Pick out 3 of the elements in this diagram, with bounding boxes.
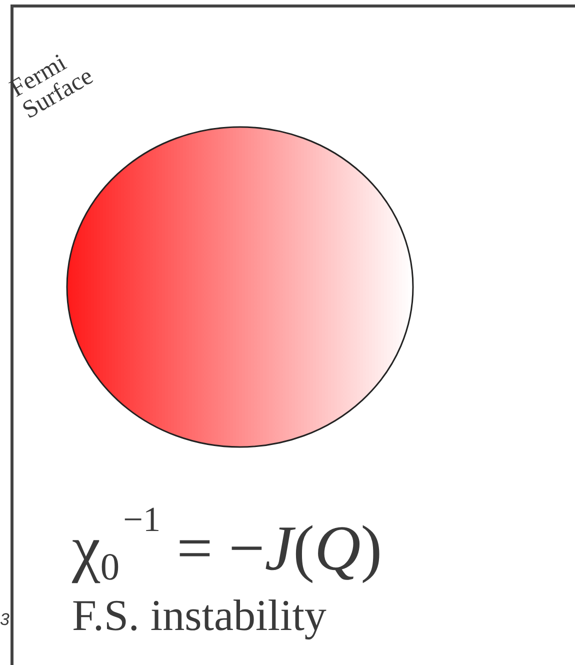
page-number: 3 <box>0 610 10 630</box>
equation: χ$_{0}$$^{−1}$ = −J(Q) <box>72 500 382 590</box>
caption-text: F.S. instability <box>72 590 326 641</box>
